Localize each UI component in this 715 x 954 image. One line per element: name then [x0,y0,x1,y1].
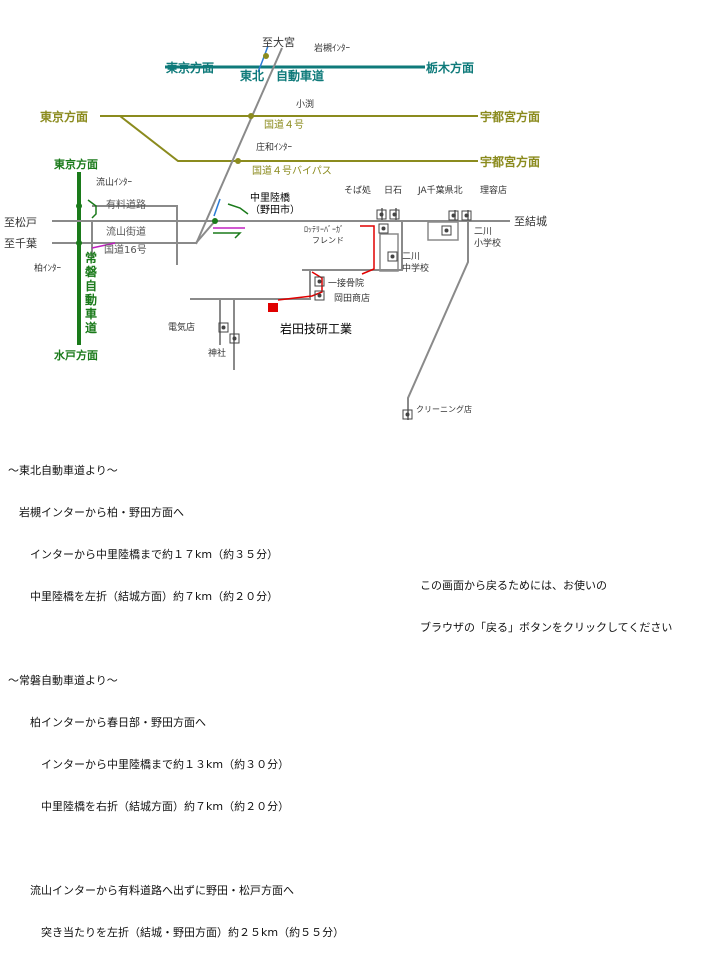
label-futakawa-es-a: 二川 [474,227,492,237]
label-friend: フレンド [312,236,344,245]
note-line: インターから中里陸橋まで約１３km（約３０分） [8,758,290,771]
label-tokyo-dir-mid: 東京方面 [40,109,88,124]
label-denki: 電気店 [168,321,195,333]
label-soba: そば処 [344,184,371,196]
label-route4: 国道４号 [264,118,304,131]
note-line [8,842,344,856]
joban-char-2: 磐 [85,264,98,279]
joban-interchanges [76,203,82,246]
label-to-chiba: 至千葉 [4,236,37,250]
label-route4-bypass: 国道４号バイパス [252,164,332,177]
label-to-yuki: 至結城 [514,214,547,228]
note-line: ～常磐自動車道より～ [8,674,118,687]
label-futakawa-es-b: 小学校 [474,237,501,249]
label-lotteria: ﾛｯﾃﾘｰﾊﾞｰｶﾞ [304,225,344,234]
directions-text: ～東北自動車道より～ 岩槻インターから柏・野田方面へ インターから中里陸橋まで約… [8,436,344,954]
label-nagareyama-kaido: 流山街道 [106,225,146,238]
label-mito-dir: 水戸方面 [54,348,98,362]
back-notice-line-2: ブラウザの「戻る」ボタンをクリックしてください [420,621,673,634]
label-toll-road: 有料道路 [106,198,146,211]
joban-char-6: 道 [85,320,97,335]
nakasato-overpass-dot [212,218,218,224]
label-route16: 国道16号 [104,243,147,256]
label-tokyo-dir-left: 東京方面 [54,157,98,171]
label-shrine: 神社 [208,347,226,359]
label-nakasato-overpass: 中里陸橋 [250,191,290,204]
note-line: 中里陸橋を左折（結城方面）約７km（約２０分） [8,590,279,603]
route4-bypass-line [119,115,478,162]
label-joban-expressway: 常 磐 自 動 車 道 [85,250,98,335]
label-tokyo-dir-top: 東京方面 [166,60,214,75]
label-tohoku-b: 自動車道 [276,68,324,83]
label-noda-city: （野田市） [250,203,300,216]
label-to-matsudo: 至松戸 [4,215,37,229]
back-notice-line-1: この画面から戻るためには、お使いの [420,579,607,592]
note-line: 突き当たりを左折（結城・野田方面）約２５km（約５５分） [8,926,345,939]
back-notice: この画面から戻るためには、お使いの ブラウザの「戻る」ボタンをクリックしてくださ… [420,551,672,649]
note-line [8,632,344,646]
label-bonesetter: 一接骨院 [328,277,364,289]
buildings [379,221,459,272]
access-map: 至大宮 岩槻ｲﾝﾀｰ 東京方面 東北 自動車道 栃木方面 小渕 東京方面 宇都宮… [4,35,547,420]
label-to-omiya: 至大宮 [262,35,295,49]
note-line: インターから中里陸橋まで約１７km（約３５分） [8,548,279,561]
label-iwata-giken: 岩田技研工業 [280,321,352,336]
label-okada: 岡田商店 [334,292,370,304]
note-line: 流山インターから有料道路へ出ずに野田・松戸方面へ [8,884,294,897]
label-tochigi-dir: 栃木方面 [426,60,474,75]
iwata-location-marker [268,303,278,312]
note-line: ～東北自動車道より～ [8,464,118,477]
label-showa-ic: 庄和ｲﾝﾀｰ [256,141,293,153]
joban-char-4: 動 [85,292,97,307]
note-line: 岩槻インターから柏・野田方面へ [8,506,184,519]
interchange-dots [235,53,269,164]
note-line: 中里陸橋を右折（結城方面）約７km（約２０分） [8,800,290,813]
label-nagareyama-ic: 流山ｲﾝﾀｰ [96,176,133,188]
label-nisseki: 日石 [384,185,402,196]
label-ja: JA千葉県北 [417,184,463,196]
label-barber: 理容店 [480,184,507,196]
label-kobuchi: 小渕 [296,98,314,110]
label-utsunomiya-dir-1: 宇都宮方面 [480,109,540,124]
label-utsunomiya-dir-2: 宇都宮方面 [480,154,540,169]
label-futakawa-jhs-b: 中学校 [402,262,429,274]
joban-char-1: 常 [85,250,97,265]
joban-char-3: 自 [85,278,97,293]
label-tohoku-a: 東北 [240,68,264,83]
label-cleaning: クリーニング店 [416,404,472,414]
label-kashiwa-ic: 柏ｲﾝﾀｰ [34,262,62,274]
label-futakawa-jhs-a: 二川 [402,252,420,262]
label-iwatsuki-ic: 岩槻ｲﾝﾀｰ [314,42,351,54]
route-arrows [87,45,375,301]
landmark-marks [218,209,472,420]
note-line: 柏インターから春日部・野田方面へ [8,716,206,729]
joban-char-5: 車 [85,306,97,321]
